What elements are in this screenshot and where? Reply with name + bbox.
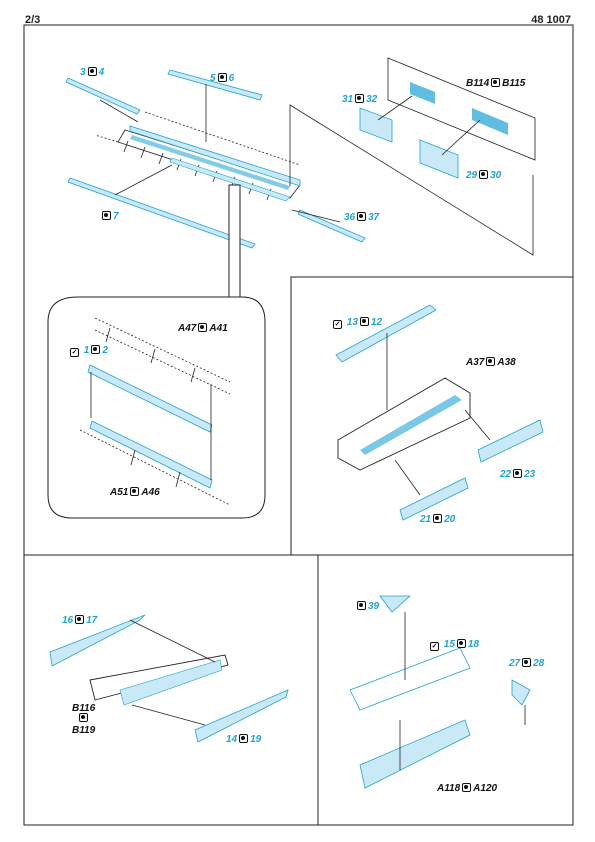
- photo-etch-part-icon: [130, 487, 140, 496]
- photo-etch-part-icon: [479, 170, 489, 179]
- label-part-39: 39: [355, 601, 379, 612]
- photo-etch-part-icon: [102, 211, 111, 220]
- photo-etch-part-icon: [359, 317, 369, 326]
- arrow-line: [99, 99, 139, 123]
- page-number: 2/3: [25, 14, 41, 26]
- detail-inset: [47, 184, 266, 519]
- kit-code: 48 1007: [531, 14, 571, 26]
- part-icon-b116-b119: [77, 713, 90, 724]
- photo-etch-part-icon: [87, 67, 97, 76]
- label-part-b119: B119: [72, 725, 96, 736]
- photo-etch-part-icon: [491, 78, 501, 87]
- part-36-37-strip: [297, 209, 366, 243]
- checkmark-icon: ✓: [333, 320, 342, 329]
- photo-etch-part-icon: [91, 345, 101, 354]
- aileron-assembly: [349, 595, 531, 789]
- photo-etch-part-icon: [355, 94, 365, 103]
- photo-etch-part-icon: [239, 734, 249, 743]
- photo-etch-part-icon: [75, 615, 85, 624]
- photo-etch-part-icon: [357, 601, 366, 610]
- photo-etch-part-icon: [486, 357, 496, 366]
- part-7-strip: [67, 177, 256, 249]
- part-5-6-strip: [167, 69, 263, 101]
- photo-etch-part-icon: [433, 514, 443, 523]
- photo-etch-part-icon: [456, 639, 466, 648]
- label-part-b116: B116: [72, 703, 96, 714]
- photo-etch-part-icon: [462, 783, 472, 792]
- photo-etch-part-icon: [198, 323, 208, 332]
- main-longeron-assembly: [94, 111, 301, 202]
- outer-frame: [23, 24, 574, 826]
- checkmark-icon: ✓: [70, 348, 79, 357]
- photo-etch-part-icon: [357, 212, 367, 221]
- photo-etch-part-icon: [522, 658, 532, 667]
- wheel-well-assembly: [335, 304, 544, 521]
- checkmark-icon: ✓: [430, 642, 439, 651]
- flap-assembly: [49, 614, 289, 743]
- detail-callout-line: [289, 104, 534, 256]
- arrow-line: [291, 209, 341, 223]
- arrow-line: [114, 164, 173, 196]
- label-part-7: 7: [100, 211, 119, 222]
- middle-right-frame: [290, 276, 573, 555]
- part-3-4-strip: [65, 77, 141, 115]
- photo-etch-part-icon: [217, 73, 227, 82]
- bulkhead-wall: [359, 57, 536, 179]
- photo-etch-part-icon: [79, 713, 88, 722]
- photo-etch-part-icon: [513, 469, 523, 478]
